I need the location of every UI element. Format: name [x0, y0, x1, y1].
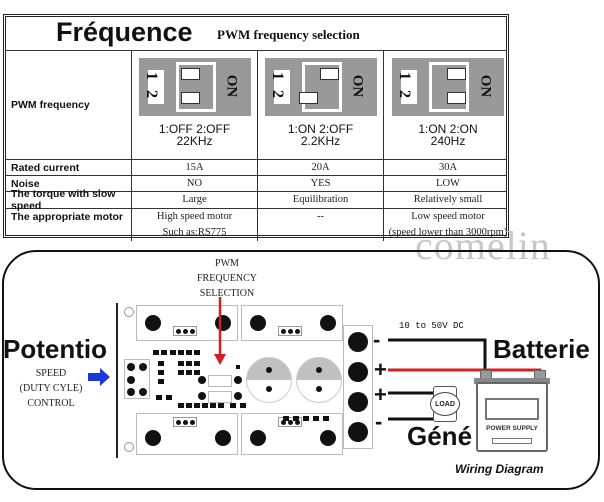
dip-number-1: 1	[396, 72, 413, 80]
wiring-diagram-frame	[2, 250, 600, 490]
dip-number-2: 2	[268, 90, 286, 98]
dip-frame	[175, 62, 216, 112]
dip-frequency: 2.2KHz	[300, 134, 341, 148]
dip-number-2: 2	[396, 90, 413, 98]
mosfet-pad	[136, 305, 238, 341]
dip-setting: 1:ON 2:ON	[418, 122, 478, 136]
terminal-sign: +	[374, 357, 387, 382]
potentiometer-header	[124, 359, 150, 399]
cell: --	[317, 211, 324, 222]
terminal-minus	[348, 332, 368, 352]
cell: YES	[310, 178, 331, 189]
motor-row: The appropriate motor High speed motor S…	[6, 209, 507, 241]
dip-selector-jumper	[208, 375, 232, 387]
dip-on-label: ON	[223, 74, 240, 98]
battery-label: Batterie	[493, 334, 590, 364]
row-label: The appropriate motor	[6, 209, 132, 241]
cell: High speed motor	[156, 211, 233, 222]
dip-frequency: 22KHz	[176, 134, 213, 148]
terminal-sign: -	[375, 409, 383, 434]
dip-cell-3: 1 2 ON 1:ON 2:ON 240Hz	[384, 51, 512, 159]
dip-number-2: 2	[142, 90, 160, 98]
psu-top	[474, 378, 550, 384]
table-title-row: Fréquence PWM frequency selection	[6, 17, 506, 51]
cell: Large	[182, 194, 207, 205]
cell: Such as:RS775	[162, 227, 227, 238]
cell: 15A	[185, 162, 204, 173]
pwm-frequency-table: Fréquence PWM frequency selection PWM fr…	[3, 14, 509, 241]
terminal-sign: -	[373, 327, 381, 352]
row-label: The torque with slow speed	[6, 188, 132, 212]
torque-row: The torque with slow speed Large Equilib…	[6, 188, 506, 212]
row-label: Rated current	[6, 160, 132, 175]
switch-2-off	[180, 92, 200, 104]
dip-switch-icon: 1 2 ON	[264, 58, 377, 116]
pwm-frequency-row: PWM frequency 1 2 ON 1:OFF 2:OFF 22KHz 1…	[6, 51, 506, 160]
potentiometer-label: Potentio	[3, 334, 107, 364]
wiring-diagram-caption: Wiring Diagram	[455, 462, 544, 476]
dip-cell-1: 1 2 ON 1:OFF 2:OFF 22KHz	[132, 51, 258, 159]
mount-hole	[124, 307, 134, 317]
voltage-label: 10 to 50V DC	[399, 321, 464, 331]
cell: LOW	[436, 178, 460, 189]
psu-window	[485, 398, 539, 420]
dip-number-1: 1	[142, 72, 160, 80]
switch-1-on	[447, 68, 466, 80]
mosfet-pad	[241, 305, 343, 341]
cell: Relatively small	[413, 194, 483, 205]
dip-switch-icon: 1 2 ON	[392, 58, 504, 116]
row-label: Noise	[6, 176, 132, 191]
watermark: comelin	[415, 223, 551, 268]
terminal-sign: +	[374, 382, 387, 407]
switch-2-on	[447, 92, 466, 104]
terminal-plus	[348, 392, 368, 412]
dip-selector-jumper	[208, 391, 232, 403]
switch-1-off	[180, 68, 200, 80]
dip-setting: 1:ON 2:OFF	[287, 122, 354, 136]
load-icon: LOAD	[430, 392, 460, 416]
terminal-plus	[348, 362, 368, 382]
capacitor	[296, 357, 342, 403]
mosfet-pad	[241, 413, 343, 455]
cell: 30A	[438, 162, 458, 173]
cell: Low speed motor	[411, 211, 485, 222]
switch-1-on	[319, 68, 339, 80]
pwm-selection-label: PWM FREQUENCY SELECTION	[196, 258, 257, 299]
generator-label: Géné	[407, 421, 473, 451]
mount-hole	[124, 442, 134, 452]
cell: Equilibration	[292, 194, 349, 205]
table-subtitle: PWM frequency selection	[217, 27, 360, 42]
controller-board	[116, 303, 372, 458]
rated-current-row: Rated current 15A 20A 30A	[6, 160, 506, 176]
row-label: PWM frequency	[6, 51, 132, 159]
dip-on-label: ON	[349, 74, 366, 98]
dip-frame	[429, 62, 469, 112]
terminal-minus	[348, 422, 368, 442]
cell: NO	[186, 178, 203, 189]
dip-cell-2: 1 2 ON 1:ON 2:OFF 2.2KHz	[258, 51, 384, 159]
dip-frame	[298, 62, 342, 112]
dip-switch-icon: 1 2 ON	[138, 58, 251, 116]
dip-number-1: 1	[268, 72, 286, 80]
power-supply-label: POWER SUPPLY	[486, 425, 538, 432]
dip-frequency: 240Hz	[430, 134, 466, 148]
table-title: Fréquence	[56, 17, 193, 47]
capacitor	[246, 357, 292, 403]
dip-setting: 1:OFF 2:OFF	[158, 122, 231, 136]
cell: 20A	[311, 162, 330, 173]
mosfet-pad	[136, 413, 238, 455]
switch-2-off	[298, 92, 318, 104]
psu-bar	[492, 438, 532, 444]
noise-row: Noise NO YES LOW	[6, 176, 506, 192]
cell: (speed lower than 3000rpm)	[388, 227, 508, 238]
terminal-block	[343, 325, 373, 449]
speed-control-label: SPEED (DUTY CYLE) CONTROL	[19, 368, 83, 409]
dip-on-label: ON	[476, 74, 493, 98]
